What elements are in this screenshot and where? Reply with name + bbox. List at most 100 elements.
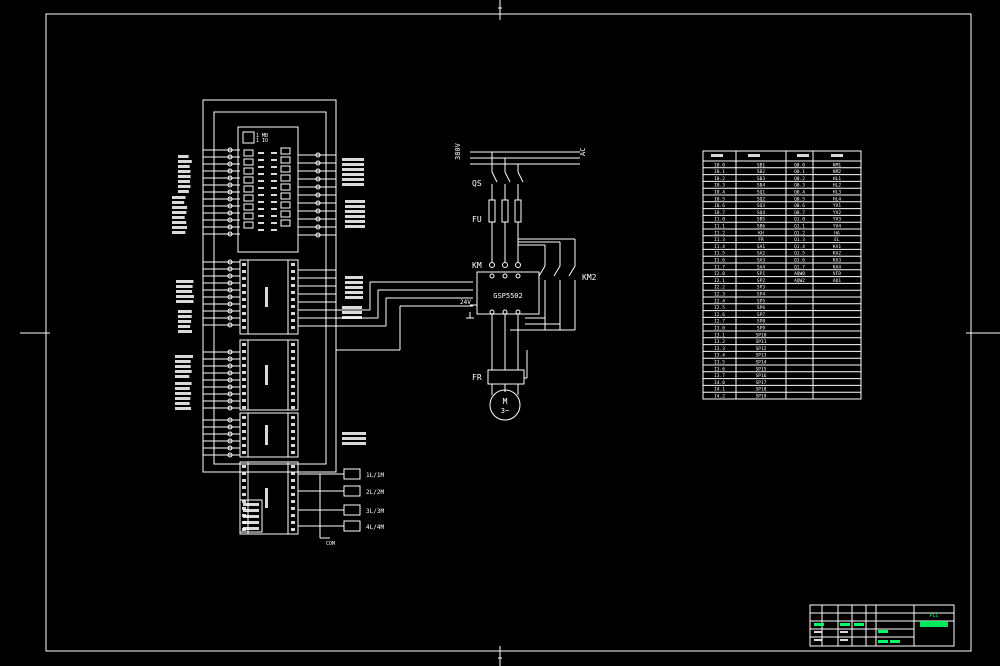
- io-table-cell: I1.3: [714, 237, 725, 243]
- input-label: [175, 392, 191, 395]
- output-label: [342, 437, 366, 440]
- input-label: [176, 285, 193, 288]
- output-label: [345, 210, 365, 213]
- io-table-cell: KA4: [833, 264, 841, 270]
- input-label: [178, 330, 192, 333]
- text-mark: [291, 444, 295, 447]
- text-mark: [242, 326, 246, 329]
- text-mark: [242, 364, 246, 367]
- text-mark: [271, 159, 277, 161]
- io-table-cell: SQ4: [757, 210, 765, 216]
- io-table-cell: HL4: [833, 196, 841, 202]
- text-mark: [242, 371, 246, 374]
- io-table-cell: SA3: [757, 258, 765, 264]
- input-label: [175, 387, 190, 390]
- cpu-terminal-left: [244, 159, 253, 165]
- io-table-cell: SP8: [757, 319, 765, 325]
- io-table-header: [797, 154, 809, 157]
- io-table-cell: I2.4: [714, 298, 725, 304]
- io-table-cell: SP10: [756, 332, 767, 338]
- text-mark: [258, 152, 264, 154]
- text-mark: [291, 416, 295, 419]
- io-table-cell: SP3: [757, 285, 765, 291]
- io-table-cell: I2.2: [714, 285, 725, 291]
- title-text-mark: [814, 639, 822, 641]
- io-table-header: [831, 154, 843, 157]
- input-label: [172, 221, 186, 224]
- io-table-cell: I0.7: [714, 210, 725, 216]
- fuse: [515, 200, 521, 222]
- expansion-module: [240, 340, 298, 410]
- ac-label: AC: [579, 148, 587, 156]
- output-label: [342, 442, 366, 445]
- text-mark: [242, 385, 246, 388]
- io-table-cell: FR: [758, 237, 764, 243]
- text-mark: [242, 399, 246, 402]
- io-table-cell: I4.1: [714, 387, 725, 393]
- input-label: [176, 300, 193, 303]
- text-mark: [291, 528, 295, 531]
- io-table-cell: Q1.4: [794, 244, 805, 250]
- io-table-cell: YV3: [833, 217, 841, 223]
- text-mark: [291, 291, 295, 294]
- inverter-input: [516, 274, 520, 278]
- text-mark: [291, 364, 295, 367]
- io-table-cell: SQ2: [757, 196, 765, 202]
- title-text-mark: [840, 631, 848, 633]
- text-mark: [291, 406, 295, 409]
- io-table-cell: SP11: [756, 339, 767, 345]
- io-table-cell: AQW0: [794, 271, 805, 277]
- io-table-cell: EL: [834, 237, 840, 243]
- input-label: [175, 355, 193, 358]
- io-table-cell: KM1: [833, 162, 841, 168]
- io-table-cell: HL2: [833, 183, 841, 189]
- text-mark: [258, 208, 264, 210]
- text-mark: [271, 173, 277, 175]
- text-mark: [258, 166, 264, 168]
- text-mark: [291, 319, 295, 322]
- text-mark: [271, 222, 277, 224]
- motor-symbol: M: [503, 397, 508, 406]
- text-mark: [242, 312, 246, 315]
- text-mark: [291, 385, 295, 388]
- io-table-cell: SB1: [757, 162, 765, 168]
- output-label: [342, 163, 364, 166]
- io-table-cell: HL3: [833, 190, 841, 196]
- text-mark: [291, 479, 295, 482]
- contactor2-label: KM2: [582, 273, 597, 282]
- input-label: [176, 290, 192, 293]
- text-mark: [242, 378, 246, 381]
- actuator-coil: [344, 469, 360, 479]
- io-table-cell: Q1.6: [794, 258, 805, 264]
- io-table-cell: Q0.2: [794, 176, 805, 182]
- text-mark: [258, 215, 264, 217]
- cpu-terminal-right: [281, 157, 290, 163]
- text-mark: [242, 270, 246, 273]
- text-mark: [258, 159, 264, 161]
- io-table-cell: SB3: [757, 176, 765, 182]
- text-mark: [291, 430, 295, 433]
- input-label: [172, 231, 185, 234]
- text-mark: [242, 423, 246, 426]
- text-mark: [291, 451, 295, 454]
- text-mark: [271, 194, 277, 196]
- text-mark: [242, 437, 246, 440]
- output-label: [345, 220, 365, 223]
- text-mark: [258, 201, 264, 203]
- text-mark: [271, 201, 277, 203]
- io-table-cell: SB6: [757, 224, 765, 230]
- io-table-cell: SP13: [756, 353, 767, 359]
- io-table-cell: HL1: [833, 176, 841, 182]
- inverter-output: [516, 310, 520, 314]
- text-mark: [271, 152, 277, 154]
- bypass-contact: [569, 266, 575, 276]
- io-table-cell: I1.6: [714, 258, 725, 264]
- io-table-cell: Q1.5: [794, 251, 805, 257]
- input-label: [172, 216, 185, 219]
- io-table-cell: Q1.3: [794, 237, 805, 243]
- actuator-coil: [344, 486, 360, 496]
- output-label: [345, 200, 365, 203]
- output-label: [342, 168, 364, 171]
- overload-relay: [488, 370, 524, 384]
- title-text-mark: [814, 631, 822, 633]
